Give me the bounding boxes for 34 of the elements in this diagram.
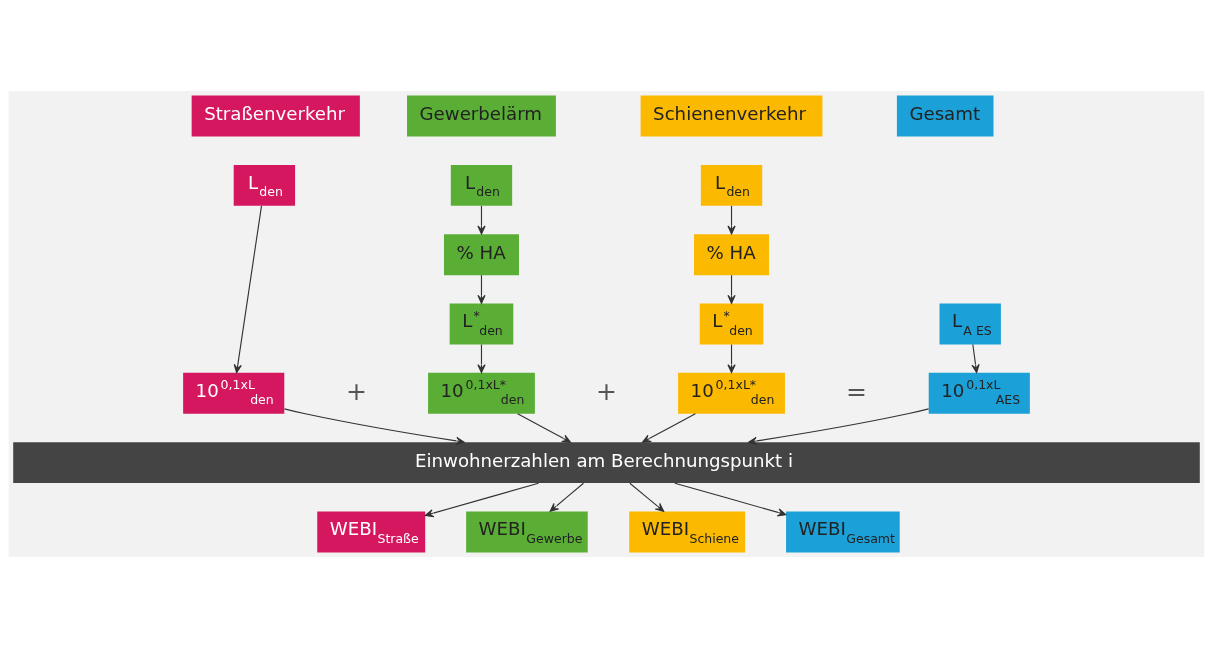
label: = — [846, 376, 868, 406]
node-box: L$_{den}$ — [700, 164, 763, 206]
arrow — [424, 482, 540, 518]
arrow — [477, 343, 486, 374]
node-box: L$_{den}$ — [233, 164, 296, 206]
arrow — [727, 205, 736, 235]
arrow — [642, 413, 696, 443]
arrow — [549, 482, 585, 512]
node-box: WEBI$_{Gesamt}$ — [786, 511, 900, 553]
arrow — [727, 343, 736, 374]
arrow — [233, 205, 263, 374]
node-box: Schienenverkehr — [640, 95, 823, 137]
node-box: Einwohnerzahlen am Berechnungspunkt i — [13, 442, 1200, 484]
arrow — [283, 408, 465, 446]
arrow — [477, 274, 486, 304]
arrow — [748, 408, 930, 446]
node-box: Straßenverkehr — [191, 95, 360, 137]
node-box: WEBI$_{Straße}$ — [317, 511, 426, 553]
label: + — [345, 376, 367, 406]
arrow — [517, 413, 571, 443]
node-box: % HA — [694, 234, 770, 276]
arrow — [727, 274, 736, 304]
node-box: L$_{den}$ — [450, 164, 513, 206]
node-box: % HA — [443, 234, 519, 276]
node-box: Gewerbelärm — [407, 95, 556, 137]
node-box: Gesamt — [896, 95, 994, 137]
node-box: WEBI$_{Gewerbe}$ — [466, 511, 588, 553]
node-box: L$_{A ES}$ — [939, 303, 1001, 345]
node-box: WEBI$_{Schiene}$ — [629, 511, 746, 553]
arrow — [674, 482, 787, 517]
label: + — [596, 376, 617, 406]
arrow — [477, 205, 486, 235]
arrow — [629, 482, 665, 512]
arrow — [971, 343, 980, 374]
